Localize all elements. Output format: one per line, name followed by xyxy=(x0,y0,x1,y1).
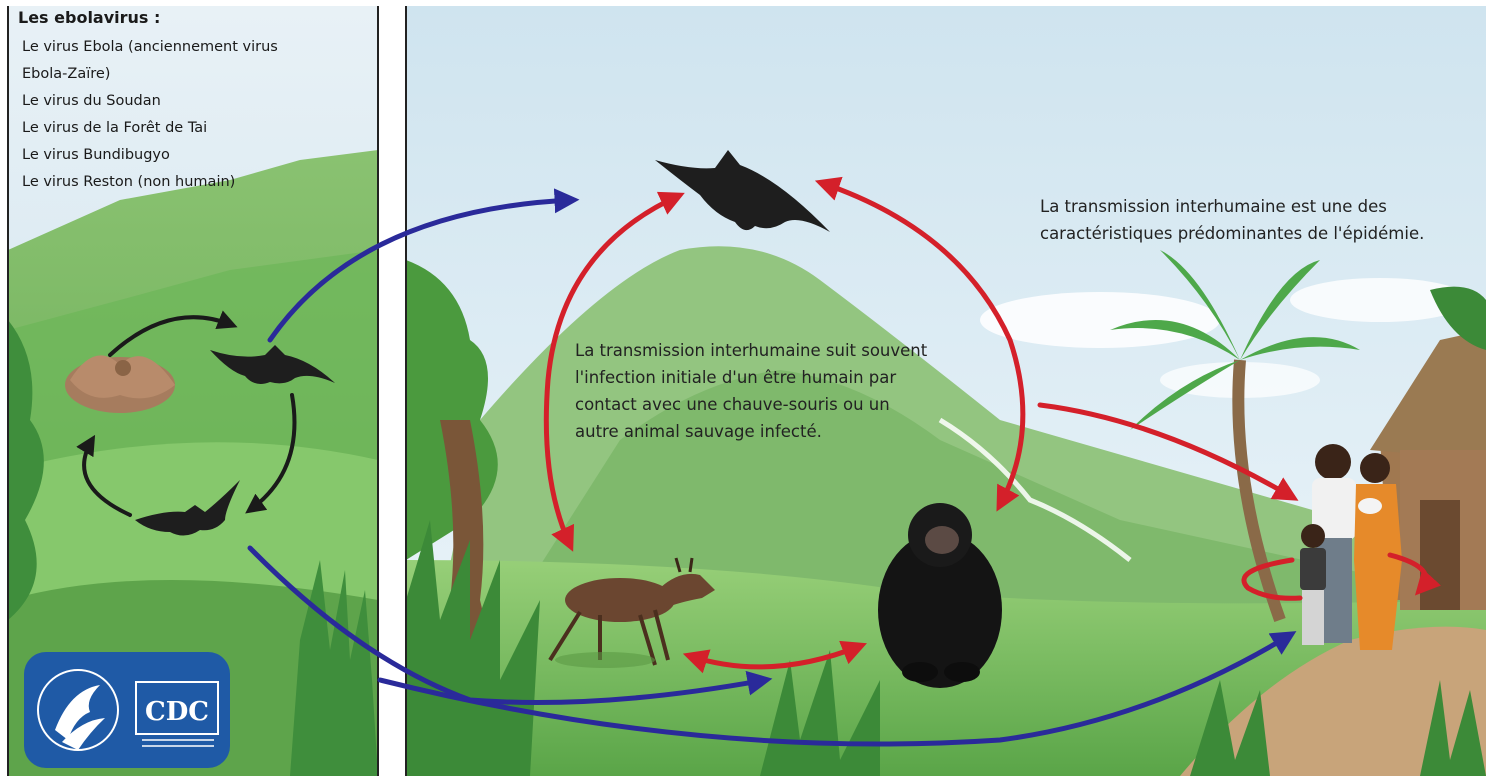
caption-line: caractéristiques prédominantes de l'épid… xyxy=(1040,220,1490,247)
virus-list-item: Le virus du Soudan xyxy=(22,88,278,115)
virus-list-item: Le virus Bundibugyo xyxy=(22,142,278,169)
caption-line: La transmission interhumaine suit souven… xyxy=(575,337,995,364)
human-transmission-caption: La transmission interhumaine est une des… xyxy=(1040,193,1490,247)
virus-list-title: Les ebolavirus : xyxy=(18,8,160,27)
virus-list-item: Le virus Reston (non humain) xyxy=(22,169,278,196)
caption-line: La transmission interhumaine est une des xyxy=(1040,193,1490,220)
virus-list-item: Ebola-Zaïre) xyxy=(22,61,278,88)
initial-infection-caption: La transmission interhumaine suit souven… xyxy=(575,337,995,445)
virus-list-item: Le virus de la Forêt de Tai xyxy=(22,115,278,142)
cdc-logo-text: CDC xyxy=(145,697,209,727)
caption-line: autre animal sauvage infecté. xyxy=(575,418,995,445)
caption-line: l'infection initiale d'un être humain pa… xyxy=(575,364,995,391)
hhs-cdc-logo: CDC xyxy=(24,652,230,768)
virus-list-item: Le virus Ebola (anciennement virus xyxy=(22,34,278,61)
virus-list: Le virus Ebola (anciennement virus Ebola… xyxy=(22,34,278,196)
caption-line: contact avec une chauve-souris ou un xyxy=(575,391,995,418)
